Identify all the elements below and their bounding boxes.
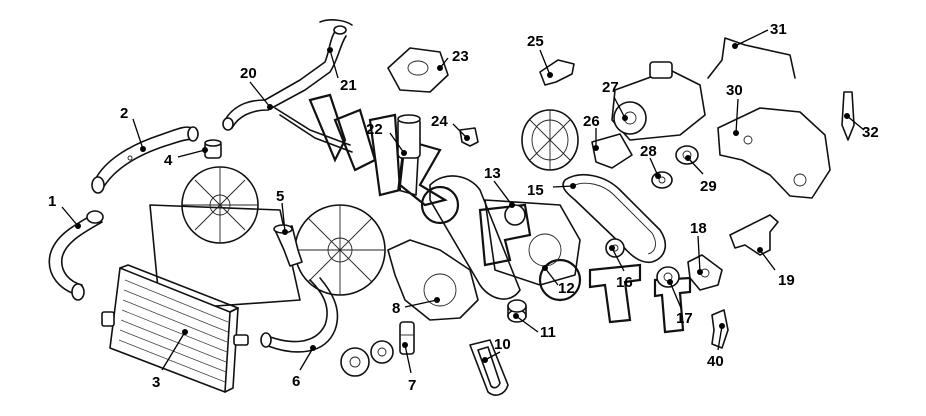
callout-26: 26 (583, 113, 600, 130)
callout-19: 19 (778, 272, 795, 289)
serpentine-belt (562, 174, 667, 264)
callout-15: 15 (527, 182, 544, 199)
callout-32: 32 (862, 124, 879, 141)
oil-line (707, 37, 796, 79)
temperature-sensor (399, 321, 415, 355)
callout-16: 16 (616, 274, 633, 291)
callout-31: 31 (770, 21, 787, 38)
upper-radiator-hose (91, 126, 199, 194)
mounting-bracket (729, 214, 779, 256)
tensioner-bracket (687, 254, 723, 291)
power-steering-pump (611, 61, 706, 141)
callout-22: 22 (366, 121, 383, 138)
callout-5: 5 (276, 188, 284, 205)
callout-40: 40 (707, 353, 724, 370)
coolant-pipe-assembly (222, 19, 353, 153)
radiator (101, 264, 249, 393)
callout-25: 25 (527, 33, 544, 50)
callout-27: 27 (602, 79, 619, 96)
callout-12: 12 (558, 280, 575, 297)
alternator-bracket (591, 133, 633, 169)
callout-13: 13 (484, 165, 501, 182)
callout-28: 28 (640, 143, 657, 160)
callout-2: 2 (120, 105, 128, 122)
cooling-fan-assembly (149, 166, 386, 311)
callout-labels: 1 2 3 4 5 6 7 8 10 11 12 13 15 16 17 18 … (48, 21, 879, 394)
callout-18: 18 (690, 220, 707, 237)
hose-sleeve (204, 139, 222, 159)
callout-7: 7 (408, 377, 416, 394)
alternator (521, 109, 579, 171)
engine-support-bracket (717, 107, 831, 199)
callout-1: 1 (48, 193, 56, 210)
guide-roller (651, 171, 673, 189)
water-outlet-flange (387, 47, 449, 93)
callout-3: 3 (152, 374, 160, 391)
callout-30: 30 (726, 82, 743, 99)
timing-belt-drive (429, 175, 581, 300)
callout-24: 24 (431, 113, 448, 130)
thermostat-housing (397, 114, 421, 196)
v-belt (469, 339, 509, 396)
callout-21: 21 (340, 77, 357, 94)
callout-4: 4 (164, 152, 173, 169)
leader-lines (61, 29, 865, 374)
small-lever (711, 309, 729, 349)
callout-11: 11 (540, 324, 556, 341)
callout-6: 6 (292, 373, 300, 390)
idler-roller (675, 145, 699, 165)
leader-dots (75, 43, 850, 363)
callout-8: 8 (392, 300, 400, 317)
callout-23: 23 (452, 48, 469, 65)
coolant-elbow (273, 224, 303, 267)
callout-17: 17 (676, 310, 693, 327)
fan-hub-parts (340, 340, 394, 377)
callout-20: 20 (240, 65, 257, 82)
callout-10: 10 (494, 336, 511, 353)
bypass-hose (260, 277, 339, 353)
timing-belt-cover (387, 239, 479, 321)
support-bracket-small (539, 59, 575, 86)
callout-29: 29 (700, 178, 717, 195)
